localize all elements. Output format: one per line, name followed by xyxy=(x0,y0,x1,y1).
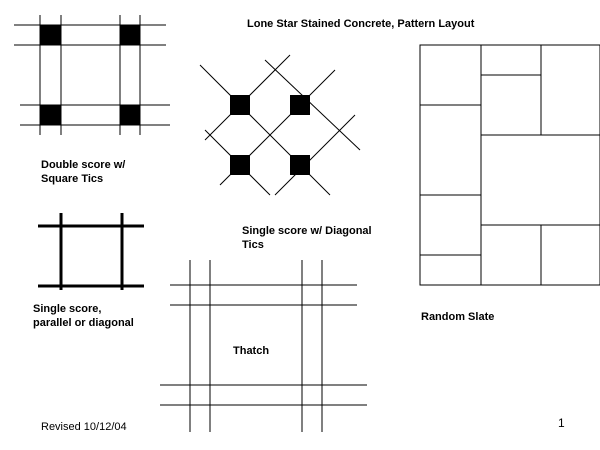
label-single-score-diagonal-tics: Single score w/ Diagonal Tics xyxy=(242,225,372,251)
random-slate-diagram xyxy=(419,44,600,286)
label-double-score-square-tics: Double score w/ Square Tics xyxy=(41,159,126,185)
square-tic xyxy=(120,105,140,125)
revision-date: Revised 10/12/04 xyxy=(41,421,127,433)
thatch-diagram xyxy=(160,260,367,432)
label-thatch: Thatch xyxy=(233,345,270,357)
single-score-parallel-diagram xyxy=(38,213,144,290)
square-tic xyxy=(120,25,140,45)
page-number: 1 xyxy=(558,416,565,430)
square-tic xyxy=(230,95,250,115)
square-tic xyxy=(290,95,310,115)
square-tic xyxy=(40,25,61,45)
square-tic xyxy=(290,155,310,175)
single-score-diagonal-tics-diagram xyxy=(199,54,361,196)
square-tic xyxy=(40,105,61,125)
label-single-score-parallel: Single score, parallel or diagonal xyxy=(33,303,134,329)
square-tic xyxy=(230,155,250,175)
label-random-slate: Random Slate xyxy=(421,311,495,323)
page-title: Lone Star Stained Concrete, Pattern Layo… xyxy=(247,18,475,30)
double-score-square-tics-diagram xyxy=(14,15,170,135)
